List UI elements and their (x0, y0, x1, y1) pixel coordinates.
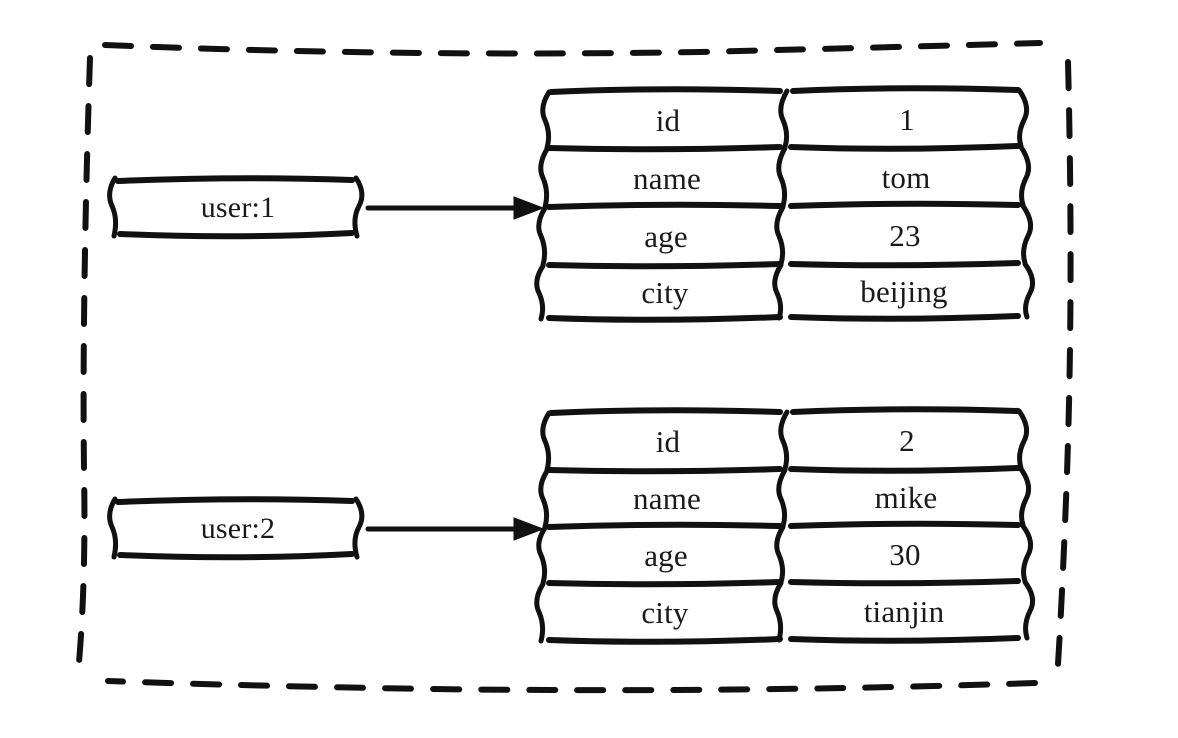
hash-field-user-1-id: id (655, 103, 681, 138)
hash-value-user-2-name: mike (874, 480, 938, 515)
hash-value-user-2-age: 30 (889, 536, 921, 572)
hash-value-user-1-age: 23 (889, 218, 921, 253)
key-label-user-1: user:1 (200, 191, 276, 224)
hash-field-user-1-city: city (641, 275, 689, 310)
hash-value-user-2-id: 2 (899, 423, 915, 458)
hash-value-user-1-city: beijing (860, 274, 948, 309)
hash-field-user-2-id: id (655, 424, 681, 459)
arrow-user-1 (365, 196, 545, 220)
hash-value-user-1-id: 1 (899, 102, 915, 137)
hash-field-user-2-name: name (633, 481, 701, 516)
key-label-user-2: user:2 (200, 512, 276, 545)
hash-value-user-2-city: tianjin (863, 593, 945, 629)
arrow-user-2 (365, 517, 545, 541)
hash-field-user-2-city: city (641, 594, 689, 630)
hash-field-user-2-age: age (644, 537, 688, 573)
hash-field-user-1-name: name (633, 161, 701, 196)
hash-value-user-1-name: tom (881, 160, 931, 195)
hash-field-user-1-age: age (644, 219, 688, 254)
